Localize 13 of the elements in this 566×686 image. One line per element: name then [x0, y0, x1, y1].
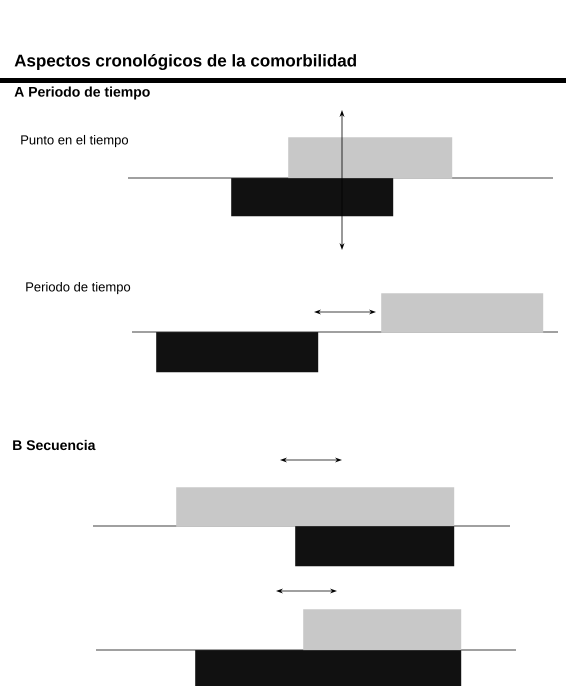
time-bar — [176, 487, 454, 526]
section-heading: A Periodo de tiempo — [14, 86, 150, 100]
section-heading: B Secuencia — [13, 440, 96, 450]
title: Aspectos cronológicos de la comorbilidad — [14, 54, 356, 70]
time-bar — [231, 178, 394, 216]
time-bar — [303, 609, 462, 650]
time-bar — [381, 293, 544, 332]
time-bar — [156, 332, 318, 372]
time-bar — [295, 526, 454, 566]
time-bar — [195, 650, 462, 686]
label: Periodo de tiempo — [26, 282, 130, 294]
label: Punto en el tiempo — [21, 134, 128, 148]
time-bar — [288, 137, 452, 178]
